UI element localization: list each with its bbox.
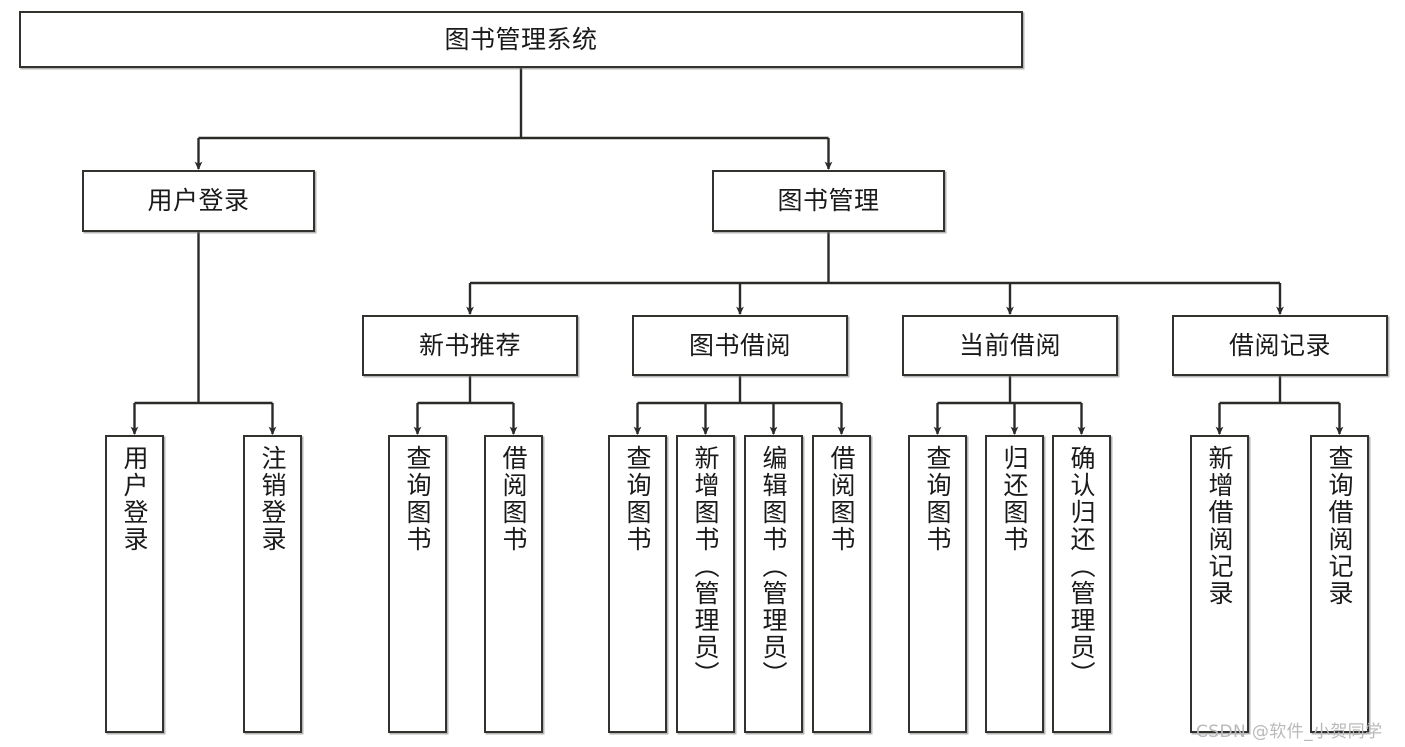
node-label-current-borrow: 当前借阅 <box>958 330 1061 360</box>
node-label-leaf-query-book-1: 查询图书 <box>403 445 432 553</box>
node-label-leaf-edit-book-admin: 编辑图书（管理员） <box>759 445 788 688</box>
node-label-user-login: 用户登录 <box>147 186 250 215</box>
node-book-borrow[interactable]: 图书借阅 <box>632 315 848 376</box>
node-label-root: 图书管理系统 <box>444 24 598 54</box>
node-label-leaf-query-book-3: 查询图书 <box>923 445 952 553</box>
node-label-leaf-confirm-return-admin: 确认归还（管理员） <box>1067 445 1096 688</box>
node-leaf-query-book-2[interactable]: 查询图书 <box>608 435 667 733</box>
node-current-borrow[interactable]: 当前借阅 <box>902 315 1118 376</box>
node-leaf-edit-book-admin[interactable]: 编辑图书（管理员） <box>744 435 803 733</box>
node-label-leaf-query-book-2: 查询图书 <box>623 445 652 553</box>
node-borrow-record[interactable]: 借阅记录 <box>1172 315 1388 376</box>
node-label-leaf-logout: 注销登录 <box>258 445 287 553</box>
node-label-leaf-borrow-book-2: 借阅图书 <box>827 445 856 553</box>
node-new-book-recommend[interactable]: 新书推荐 <box>362 315 578 376</box>
node-label-leaf-return-book: 归还图书 <box>1000 445 1029 553</box>
node-label-book-manage: 图书管理 <box>777 186 880 215</box>
node-leaf-add-borrow-record[interactable]: 新增借阅记录 <box>1190 435 1249 733</box>
node-label-leaf-query-borrow-record: 查询借阅记录 <box>1325 445 1354 607</box>
node-leaf-borrow-book-1[interactable]: 借阅图书 <box>484 435 543 733</box>
node-leaf-query-book-3[interactable]: 查询图书 <box>908 435 967 733</box>
node-label-leaf-user-login: 用户登录 <box>120 445 149 553</box>
node-leaf-borrow-book-2[interactable]: 借阅图书 <box>812 435 871 733</box>
node-user-login[interactable]: 用户登录 <box>82 170 315 232</box>
node-leaf-return-book[interactable]: 归还图书 <box>985 435 1044 733</box>
node-label-book-borrow: 图书借阅 <box>688 330 791 360</box>
node-leaf-logout[interactable]: 注销登录 <box>243 435 302 733</box>
node-label-borrow-record: 借阅记录 <box>1228 330 1331 360</box>
node-leaf-confirm-return-admin[interactable]: 确认归还（管理员） <box>1052 435 1111 733</box>
node-label-leaf-add-borrow-record: 新增借阅记录 <box>1205 445 1234 607</box>
node-book-manage[interactable]: 图书管理 <box>712 170 945 232</box>
node-label-new-book-recommend: 新书推荐 <box>418 330 521 360</box>
node-leaf-add-book-admin[interactable]: 新增图书（管理员） <box>676 435 735 733</box>
csdn-watermark: CSDN @软件_小贺同学 <box>1196 722 1383 742</box>
node-leaf-query-borrow-record[interactable]: 查询借阅记录 <box>1310 435 1369 733</box>
node-label-leaf-borrow-book-1: 借阅图书 <box>499 445 528 553</box>
node-leaf-query-book-1[interactable]: 查询图书 <box>388 435 447 733</box>
node-leaf-user-login[interactable]: 用户登录 <box>105 435 164 733</box>
node-label-leaf-add-book-admin: 新增图书（管理员） <box>691 445 720 688</box>
node-root[interactable]: 图书管理系统 <box>19 11 1023 68</box>
